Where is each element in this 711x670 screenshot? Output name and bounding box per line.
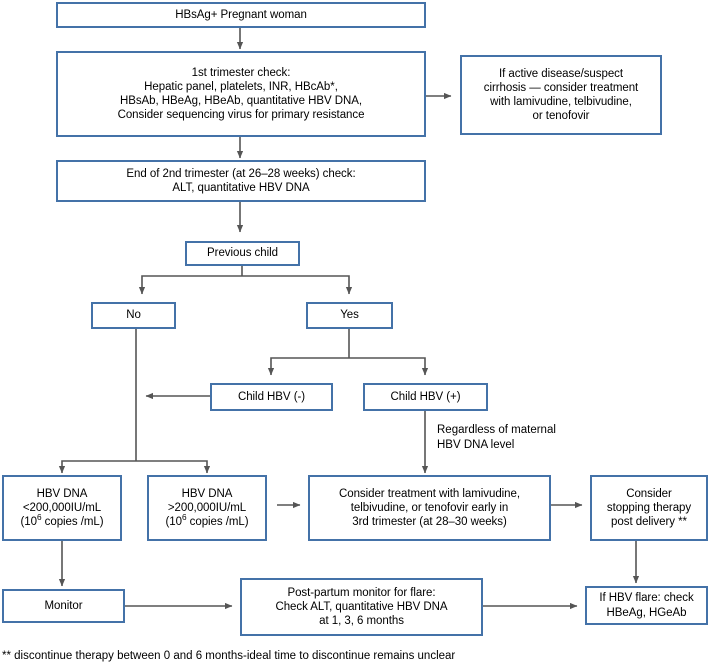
previous-child-yes[interactable]: Yes [306, 302, 393, 329]
previous-child-yes-text: Yes [340, 309, 359, 322]
hbv-dna-above-threshold[interactable]: HBV DNA>200,000IU/mL(106 copies /mL) [147, 475, 267, 541]
edge-previous-child-to-yes [242, 275, 353, 295]
consider-treatment-text: Consider treatment with lamivudine,telbi… [338, 487, 521, 529]
monitor[interactable]: Monitor [2, 589, 125, 623]
hbsag-pregnant-woman[interactable]: HBsAg+ Pregnant woman [56, 2, 426, 28]
edge-yes-to-child-hbv-pos [349, 357, 429, 376]
first-trimester-check[interactable]: 1st trimester check:Hepatic panel, plate… [56, 51, 426, 137]
footnote-text: ** discontinue therapy between 0 and 6 m… [2, 650, 456, 662]
hbv-dna-below-threshold[interactable]: HBV DNA<200,000IU/mL(106 copies /mL) [2, 475, 122, 541]
previous-child-no-text: No [126, 309, 141, 322]
post-partum-monitor-text: Post-partum monitor for flare:Check ALT,… [275, 586, 448, 628]
edge-previous-child-to-no [138, 275, 242, 295]
hbsag-pregnant-woman-text: HBsAg+ Pregnant woman [175, 8, 307, 21]
previous-child-text: Previous child [207, 247, 278, 260]
edge-trunk-to-dna-high [136, 460, 211, 474]
post-partum-monitor-flare[interactable]: Post-partum monitor for flare:Check ALT,… [240, 578, 483, 636]
previous-child-no[interactable]: No [91, 302, 176, 329]
edge-yes-to-child-hbv-neg [267, 357, 349, 376]
hbv-dna-below-threshold-text: HBV DNA<200,000IU/mL(106 copies /mL) [20, 487, 104, 529]
second-trimester-check[interactable]: End of 2nd trimester (at 26–28 weeks) ch… [56, 160, 426, 202]
first-trimester-check-text: 1st trimester check:Hepatic panel, plate… [117, 66, 365, 122]
footnote-discontinue-therapy: ** discontinue therapy between 0 and 6 m… [2, 650, 455, 662]
monitor-text: Monitor [44, 599, 83, 612]
child-hbv-positive[interactable]: Child HBV (+) [363, 383, 488, 411]
edge-trunk-to-dna-low [58, 460, 136, 474]
child-hbv-positive-text: Child HBV (+) [390, 390, 461, 403]
hbv-dna-above-threshold-text: HBV DNA>200,000IU/mL(106 copies /mL) [165, 487, 249, 529]
second-trimester-check-text: End of 2nd trimester (at 26–28 weeks) ch… [126, 167, 356, 194]
previous-child-decision[interactable]: Previous child [185, 241, 300, 266]
consider-treatment-third-trimester[interactable]: Consider treatment with lamivudine,telbi… [308, 475, 551, 541]
child-hbv-negative[interactable]: Child HBV (-) [210, 383, 333, 411]
child-hbv-negative-text: Child HBV (-) [237, 390, 306, 403]
